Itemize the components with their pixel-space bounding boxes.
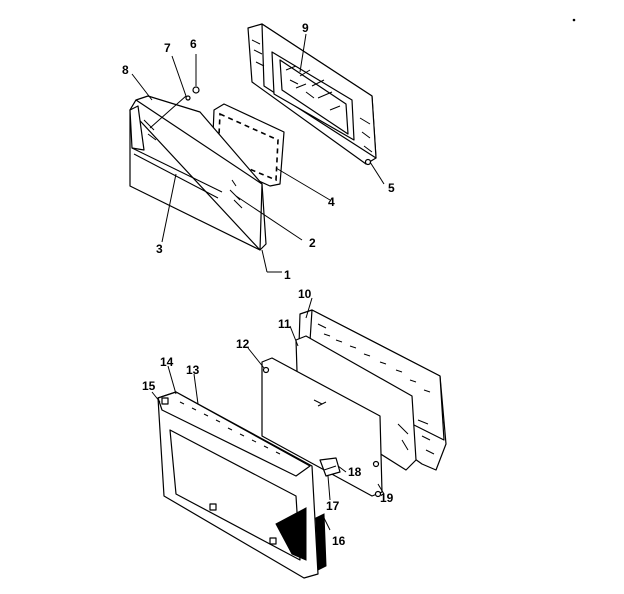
callout-1: 1 [284, 268, 291, 282]
callout-15: 15 [142, 379, 156, 393]
inner-glass-part [261, 357, 383, 498]
speck-mark [572, 18, 576, 22]
door-window-frame-part [247, 23, 377, 166]
callout-4: 4 [328, 195, 335, 209]
callout-11: 11 [278, 317, 291, 331]
callout-19: 19 [380, 491, 394, 505]
leader-lines [131, 33, 385, 531]
callout-9: 9 [302, 21, 309, 35]
callout-14: 14 [160, 355, 174, 369]
callout-13: 13 [186, 363, 200, 377]
outer-door-panel-part [129, 86, 267, 251]
callout-10: 10 [298, 287, 312, 301]
callout-2: 2 [309, 236, 316, 250]
callout-17: 17 [326, 499, 340, 513]
callout-12: 12 [236, 337, 250, 351]
callout-6: 6 [190, 37, 197, 51]
callout-3: 3 [156, 242, 163, 256]
callout-7: 7 [164, 41, 171, 55]
callout-5: 5 [388, 181, 395, 195]
callout-16: 16 [332, 534, 346, 548]
callout-8: 8 [122, 63, 129, 77]
door-bracket-part [319, 457, 341, 477]
callout-18: 18 [348, 465, 362, 479]
outer-door-frame-part [157, 391, 327, 579]
